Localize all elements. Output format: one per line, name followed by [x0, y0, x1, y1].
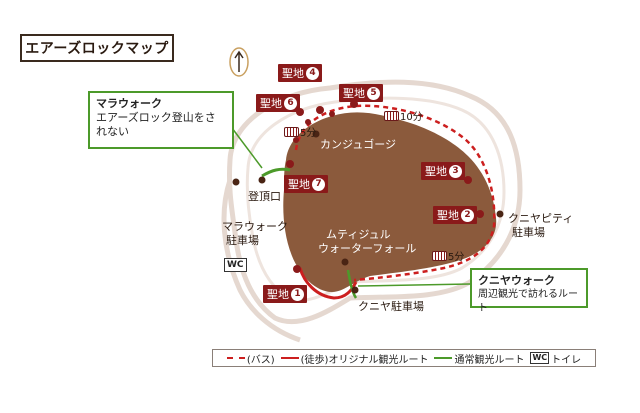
place-trailhead: 登頂口 — [248, 190, 281, 203]
legend-regular: 通常観光ルート — [434, 351, 524, 366]
sacred-site-6: 聖地 6 — [256, 94, 300, 112]
sacred-site-4: 聖地 4 — [278, 64, 322, 82]
distance-top: 10分 — [384, 108, 423, 123]
bus-icon — [384, 110, 399, 121]
sacred-site-1: 聖地 1 — [263, 285, 307, 303]
legend-regular-swatch — [434, 357, 453, 359]
legend-walk-swatch — [280, 357, 299, 359]
legend: (バス) (徒歩)オリジナル観光ルート 通常観光ルート WC トイレ — [212, 349, 596, 367]
sacred-site-7: 聖地 7 — [284, 175, 328, 193]
place-mala-parking-1: マラウォーク — [222, 220, 288, 233]
sacred-dots — [286, 100, 484, 273]
sacred-site-number: 2 — [461, 208, 474, 222]
bus-icon — [432, 250, 447, 261]
sacred-site-number: 6 — [284, 96, 297, 110]
legend-toilet: WC トイレ — [530, 351, 581, 366]
distance-bottom-value: 5分 — [448, 252, 465, 263]
distance-left: 5分 — [284, 124, 316, 139]
sacred-site-number: 3 — [449, 164, 462, 178]
green-route — [261, 167, 291, 178]
sacred-site-label: 聖地 — [437, 209, 459, 222]
sacred-site-label: 聖地 — [343, 87, 365, 100]
wc-marker: WC — [224, 258, 247, 272]
green-route-kuniya — [346, 269, 358, 299]
sacred-site-2: 聖地 2 — [433, 206, 477, 224]
place-kuniya-piti-1: クニヤピティ — [508, 212, 574, 225]
bus-icon — [284, 126, 299, 137]
sacred-site-5: 聖地 5 — [339, 84, 383, 102]
callout-kuniya-text: 周辺観光で訪れるルート — [478, 289, 578, 314]
sacred-site-label: 聖地 — [288, 178, 310, 191]
legend-wc-icon: WC — [530, 352, 550, 364]
callout-mala-text: エアーズロック登山をされない — [96, 111, 216, 138]
sacred-site-label: 聖地 — [267, 288, 289, 301]
map-title: エアーズロックマップ — [20, 34, 174, 62]
sacred-site-label: 聖地 — [260, 97, 282, 110]
distance-bottom: 5分 — [432, 248, 464, 263]
place-mala-parking-2: 駐車場 — [226, 234, 259, 247]
sacred-site-label: 聖地 — [425, 165, 447, 178]
place-mutitjulu-1: ムティジュル — [326, 228, 391, 241]
legend-bus-label: (バス) — [246, 354, 275, 366]
mala-leader — [231, 127, 263, 169]
legend-walk-label: (徒歩)オリジナル観光ルート — [300, 354, 429, 366]
callout-kuniya-walk: クニヤウォーク 周辺観光で訪れるルート — [470, 268, 588, 314]
sacred-site-number: 7 — [312, 177, 325, 191]
place-mutitjulu-2: ウォーターフォール — [318, 242, 417, 255]
callout-mala-title: マラウォーク — [96, 97, 162, 110]
kuniya-leader — [357, 283, 471, 287]
place-dots — [232, 130, 504, 294]
sacred-site-3: 聖地 3 — [421, 162, 465, 180]
sacred-site-label: 聖地 — [282, 67, 304, 80]
callout-kuniya-title: クニヤウォーク — [478, 274, 555, 287]
sacred-site-number: 1 — [291, 287, 304, 301]
distance-top-value: 10分 — [400, 112, 423, 123]
legend-walk: (徒歩)オリジナル観光ルート — [280, 351, 429, 366]
legend-toilet-label: トイレ — [551, 354, 582, 366]
compass-icon — [228, 46, 250, 78]
legend-regular-label: 通常観光ルート — [454, 354, 525, 366]
legend-bus-swatch — [226, 357, 245, 359]
road-left — [221, 179, 301, 343]
place-kantju-gorge: カンジュゴージ — [320, 138, 397, 151]
sacred-site-number: 5 — [367, 86, 380, 100]
rock-shape — [283, 112, 497, 292]
place-kuniya-parking: クニヤ駐車場 — [358, 300, 424, 313]
sacred-site-number: 4 — [306, 66, 319, 80]
callout-mala-walk: マラウォーク エアーズロック登山をされない — [88, 91, 234, 149]
place-kuniya-piti-2: 駐車場 — [512, 226, 545, 239]
legend-bus: (バス) — [226, 351, 275, 366]
bus-route — [294, 104, 496, 282]
distance-left-value: 5分 — [300, 128, 317, 139]
